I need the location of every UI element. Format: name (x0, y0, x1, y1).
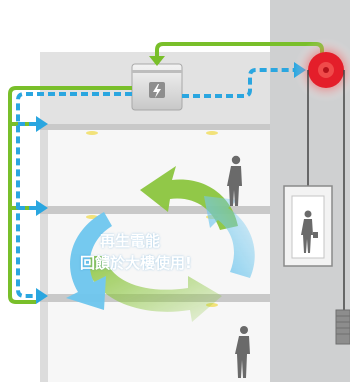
regenerated-energy-caption: 再生電能 回饋於大樓使用! (80, 230, 192, 274)
green-cycle-arrow-tail (84, 256, 222, 322)
counterweight (335, 309, 350, 345)
floor-arrow-icon (36, 116, 48, 132)
blue-dashed-feed-line (16, 92, 132, 298)
floor-bottom (48, 302, 270, 382)
elevator-car (283, 185, 333, 267)
caption-line-1: 再生電能 (99, 232, 160, 250)
floor-arrow-icon (36, 200, 48, 216)
floor-slab (40, 124, 270, 130)
ceiling-light (86, 131, 98, 135)
person-silhouette-icon (235, 326, 250, 378)
caption-line-2: 回饋於大樓使用! (80, 254, 192, 272)
ceiling-light (206, 131, 218, 135)
person-silhouette-icon (301, 210, 318, 253)
blue-cycle-arrow-tail (204, 196, 255, 278)
blue-dashed-line (182, 68, 296, 98)
blue-cycle-arrow (66, 212, 112, 310)
green-arrow-head (149, 56, 165, 66)
person-silhouette-icon (227, 155, 242, 206)
regen-unit-box (131, 63, 183, 111)
energy-cycle-arrows (66, 166, 255, 322)
floor-arrow-icon (36, 288, 48, 304)
floor-slab (40, 206, 270, 214)
green-feed-line (8, 86, 132, 304)
